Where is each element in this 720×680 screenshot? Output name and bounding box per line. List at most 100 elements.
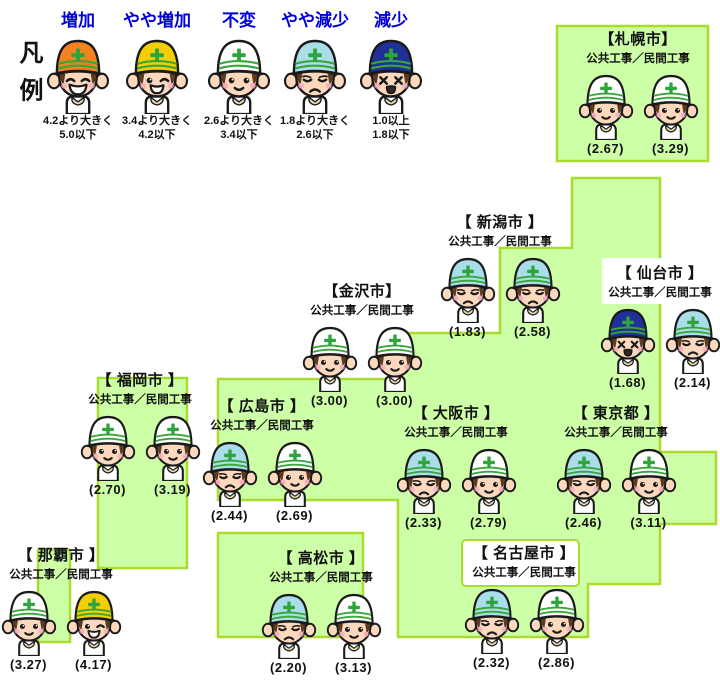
- city-block-hiroshima: 【 広島市 】公共工事／民間工事 (2.44) (2.69): [196, 395, 328, 523]
- worker-icon: [621, 443, 677, 514]
- city-name: 【 大阪市 】: [412, 405, 500, 422]
- worker-icon: [396, 443, 452, 514]
- worker-private-works: (4.17): [66, 585, 122, 672]
- worker-icon: [600, 303, 656, 374]
- worker-icon: [529, 583, 585, 654]
- worker-value: (3.00): [376, 392, 413, 408]
- worker-icon: [349, 33, 433, 115]
- worker-public-works: (2.20): [261, 588, 317, 675]
- city-block-fukuoka: 【 福岡市 】公共工事／民間工事 (2.70) (3.19): [76, 369, 204, 497]
- city-name: 【 仙台市 】: [616, 265, 704, 282]
- city-workers-row: (2.20) (3.13): [258, 588, 384, 675]
- worker-public-works: (2.33): [396, 443, 452, 530]
- legend-range-line1: 2.6より大きく: [203, 115, 275, 128]
- worker-value: (4.17): [75, 656, 112, 672]
- city-workers-row: (3.27) (4.17): [0, 585, 124, 672]
- city-block-sapporo: 【札幌市】公共工事／民間工事 (2.67) (3.29): [570, 28, 706, 156]
- city-workers-row: (1.68) (2.14): [598, 303, 720, 390]
- worker-value: (3.19): [154, 481, 191, 497]
- legend-heading: 凡例: [15, 40, 42, 115]
- worker-icon: [36, 33, 120, 115]
- worker-icon: [273, 33, 357, 115]
- worker-icon: [197, 33, 281, 115]
- legend-category-label: 減少: [374, 11, 408, 30]
- worker-value: (3.27): [10, 656, 47, 672]
- legend-range-line2: 5.0以下: [59, 129, 97, 142]
- nagoya-label-box: [461, 539, 580, 587]
- worker-value: (2.46): [565, 514, 602, 530]
- worker-private-works: (2.79): [461, 443, 517, 530]
- city-workers-row: (2.67) (3.29): [570, 69, 706, 156]
- city-workers-row: (3.00) (3.00): [295, 321, 429, 408]
- worker-private-works: (2.14): [665, 303, 720, 390]
- city-name: 【 那覇市 】: [17, 547, 105, 564]
- worker-value: (2.79): [470, 514, 507, 530]
- city-block-naha: 【 那覇市 】公共工事／民間工事 (3.27) (4.17): [0, 544, 124, 672]
- city-workers-row: (1.83) (2.58): [436, 252, 564, 339]
- worker-value: (3.11): [630, 514, 667, 530]
- city-name: 【 福岡市 】: [96, 372, 184, 389]
- city-works-label: 公共工事／民間工事: [9, 569, 113, 581]
- city-block-sendai: 【 仙台市 】公共工事／民間工事 (1.68) (2.14): [598, 262, 720, 390]
- worker-private-works: (2.86): [529, 583, 585, 670]
- city-name: 【 高松市 】: [277, 550, 365, 567]
- city-name: 【 東京都 】: [572, 405, 660, 422]
- legend-category-label: 不変: [222, 11, 256, 30]
- worker-private-works: (2.58): [505, 252, 561, 339]
- worker-value: (2.70): [89, 481, 126, 497]
- city-name: 【金沢市】: [323, 283, 401, 300]
- city-works-label: 公共工事／民間工事: [608, 287, 712, 299]
- city-works-label: 公共工事／民間工事: [472, 567, 576, 579]
- worker-value: (2.67): [587, 140, 624, 156]
- worker-private-works: (3.29): [643, 69, 699, 156]
- worker-value: (1.68): [609, 374, 646, 390]
- legend-range-line2: 2.6以下: [296, 129, 334, 142]
- worker-value: (2.33): [405, 514, 442, 530]
- worker-value: (3.13): [335, 659, 372, 675]
- legend-range-line2: 3.4以下: [220, 129, 258, 142]
- worker-value: (2.14): [674, 374, 711, 390]
- city-workers-row: (2.33) (2.79): [391, 443, 521, 530]
- worker-icon: [145, 410, 201, 481]
- worker-public-works: (2.46): [556, 443, 612, 530]
- worker-value: (2.58): [514, 323, 551, 339]
- legend-range-line1: 1.8より大きく: [279, 115, 351, 128]
- city-name: 【 新潟市 】: [456, 214, 544, 231]
- worker-value: (3.29): [652, 140, 689, 156]
- worker-icon: [665, 303, 720, 374]
- worker-value: (2.44): [211, 507, 248, 523]
- worker-value: (2.86): [538, 654, 575, 670]
- city-works-label: 公共工事／民間工事: [88, 394, 192, 406]
- worker-icon: [267, 436, 323, 507]
- legend-range-line2: 1.8以下: [372, 129, 410, 142]
- worker-private-works: (3.11): [621, 443, 677, 530]
- worker-value: (2.20): [270, 659, 307, 675]
- worker-icon: [643, 69, 699, 140]
- worker-icon: [578, 69, 634, 140]
- city-works-label: 公共工事／民間工事: [564, 427, 668, 439]
- legend-range-line1: 3.4より大きく: [121, 115, 193, 128]
- worker-public-works: (2.44): [202, 436, 258, 523]
- city-works-label: 公共工事／民間工事: [310, 305, 414, 317]
- city-works-label: 公共工事／民間工事: [448, 236, 552, 248]
- worker-icon: [326, 588, 382, 659]
- city-block-kanazawa: 【金沢市】公共工事／民間工事 (3.00) (3.00): [295, 280, 429, 408]
- city-works-label: 公共工事／民間工事: [404, 427, 508, 439]
- legend-range-line2: 4.2以下: [138, 129, 176, 142]
- worker-public-works: (2.70): [80, 410, 136, 497]
- city-workers-row: (2.46) (3.11): [551, 443, 681, 530]
- city-workers-row: (2.70) (3.19): [76, 410, 204, 497]
- worker-icon: [1, 585, 57, 656]
- worker-private-works: (2.69): [267, 436, 323, 523]
- legend-range-line1: 1.0以上: [372, 115, 410, 128]
- worker-icon: [115, 33, 199, 115]
- worker-public-works: (3.00): [302, 321, 358, 408]
- worker-icon: [202, 436, 258, 507]
- city-name: 【 広島市 】: [218, 398, 306, 415]
